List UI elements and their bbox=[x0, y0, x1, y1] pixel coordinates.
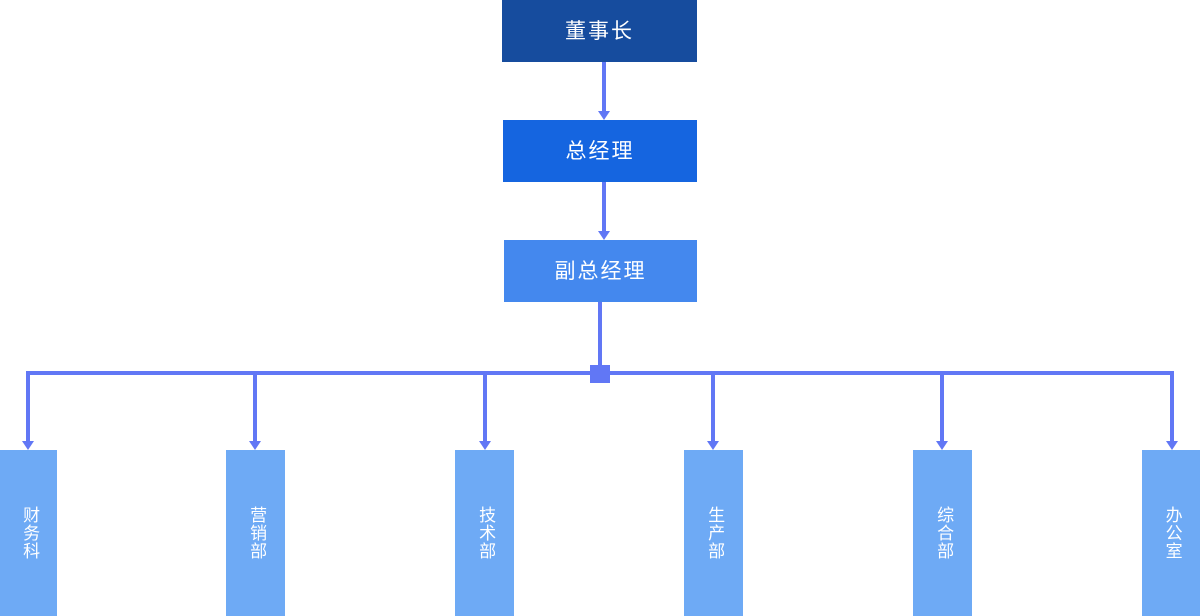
branch-line-technology bbox=[483, 371, 487, 443]
branch-arrow-office-icon bbox=[1166, 441, 1178, 450]
branch-line-finance bbox=[26, 371, 30, 443]
branch-arrow-production-icon bbox=[707, 441, 719, 450]
node-chairman-label: 董事长 bbox=[565, 18, 634, 43]
branch-line-office bbox=[1170, 371, 1174, 443]
branch-arrow-general-affairs-icon bbox=[936, 441, 948, 450]
node-chairman[interactable]: 董事长 bbox=[502, 0, 697, 62]
connector-chairman-to-gm-arrow-icon bbox=[598, 111, 610, 120]
node-department-technology-label: 技术部 bbox=[475, 506, 496, 560]
node-general-manager[interactable]: 总经理 bbox=[503, 120, 697, 182]
branch-arrow-marketing-icon bbox=[249, 441, 261, 450]
node-department-finance[interactable]: 财务科 bbox=[0, 450, 57, 616]
node-department-general-affairs-label: 综合部 bbox=[933, 506, 954, 560]
connector-gm-to-deputy-line bbox=[602, 182, 606, 231]
connector-deputy-to-bus-line bbox=[598, 302, 602, 367]
node-department-office-label: 办公室 bbox=[1161, 506, 1182, 560]
connector-chairman-to-gm-line bbox=[602, 62, 606, 111]
node-department-finance-label: 财务科 bbox=[19, 506, 40, 560]
node-department-office[interactable]: 办公室 bbox=[1142, 450, 1200, 616]
node-department-production[interactable]: 生产部 bbox=[684, 450, 743, 616]
node-department-general-affairs[interactable]: 综合部 bbox=[913, 450, 972, 616]
branch-line-general-affairs bbox=[940, 371, 944, 443]
node-department-marketing[interactable]: 营销部 bbox=[226, 450, 285, 616]
node-deputy-general-manager-label: 副总经理 bbox=[554, 258, 647, 283]
node-deputy-general-manager[interactable]: 副总经理 bbox=[504, 240, 697, 302]
bus-junction-marker bbox=[590, 365, 610, 383]
connector-gm-to-deputy-arrow-icon bbox=[598, 231, 610, 240]
node-general-manager-label: 总经理 bbox=[565, 138, 635, 163]
branch-arrow-finance-icon bbox=[22, 441, 34, 450]
branch-line-marketing bbox=[253, 371, 257, 443]
branch-line-production bbox=[711, 371, 715, 443]
branch-arrow-technology-icon bbox=[479, 441, 491, 450]
node-department-production-label: 生产部 bbox=[704, 506, 725, 560]
node-department-technology[interactable]: 技术部 bbox=[455, 450, 514, 616]
node-department-marketing-label: 营销部 bbox=[246, 506, 267, 560]
